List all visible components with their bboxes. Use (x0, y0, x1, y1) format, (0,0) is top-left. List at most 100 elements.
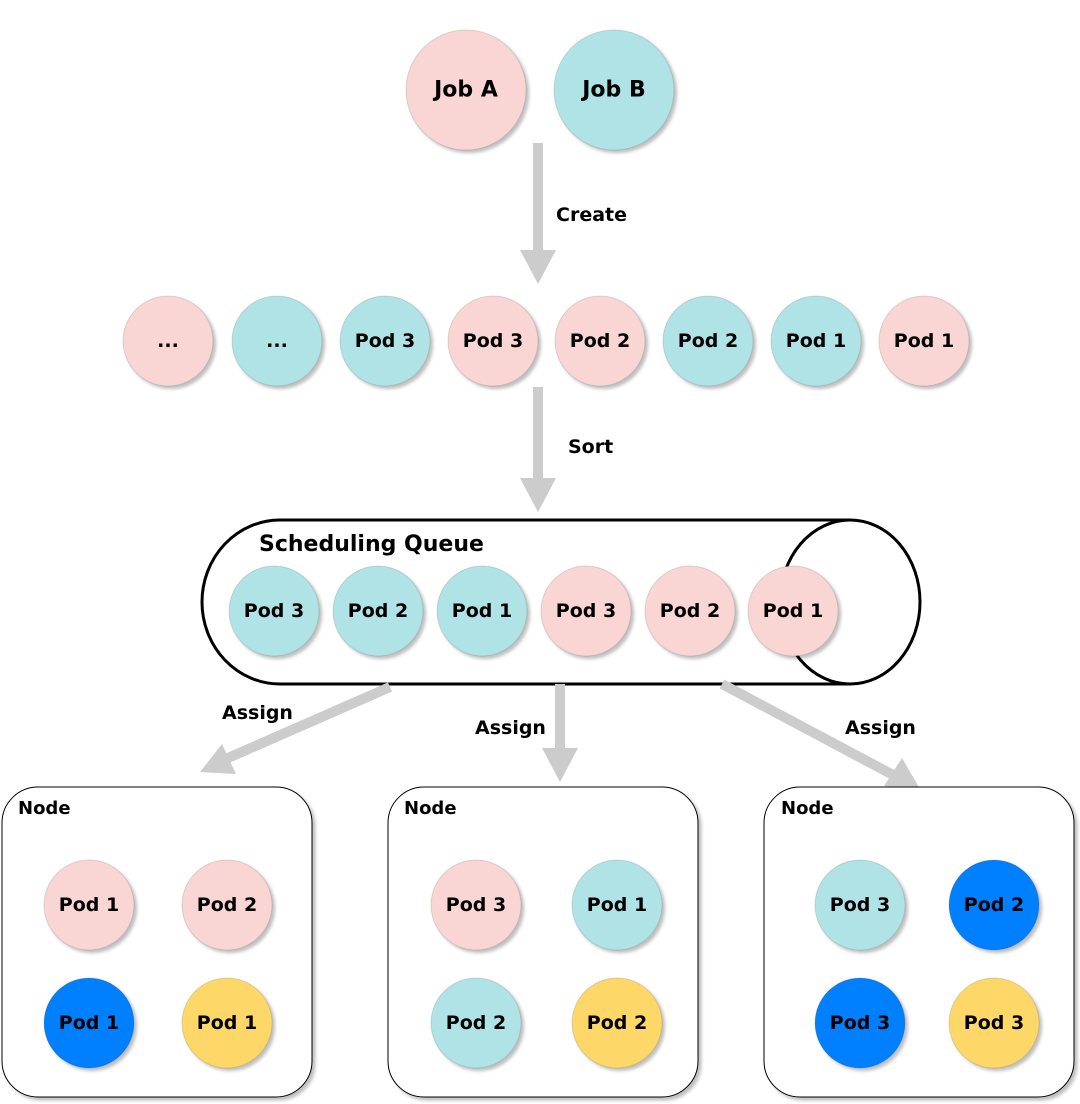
stream-pod-4-circle (447, 295, 539, 387)
node-2-pod-2: Pod 1 (571, 859, 663, 951)
node-2-pod-1: Pod 3 (430, 859, 522, 951)
queue-pod-4-label: Pod 3 (556, 600, 616, 622)
job-1: Job A (405, 29, 527, 151)
stream-pod-3-circle (339, 295, 431, 387)
queue-pod-3-circle (436, 565, 528, 657)
node-2-pod-1-circle (430, 859, 522, 951)
queue-title: Scheduling Queue (259, 532, 484, 557)
node-1-pod-4: Pod 1 (181, 977, 273, 1069)
stream-pod-7: Pod 1 (770, 295, 862, 387)
stream-pod-1-circle (122, 295, 214, 387)
stream-pod-6-label: Pod 2 (678, 330, 738, 352)
node-1-pod-3: Pod 1 (43, 977, 135, 1069)
stream-pod-2: ... (231, 295, 323, 387)
queue-pod-1-circle (228, 565, 320, 657)
stream-pod-8: Pod 1 (878, 295, 970, 387)
stream-pod-5-label: Pod 2 (570, 330, 630, 352)
node-box-1 (1, 786, 313, 1098)
node-3-pod-3: Pod 3 (814, 977, 906, 1069)
queue-pod-6-circle (747, 565, 839, 657)
queue-pod-1-label: Pod 3 (244, 600, 304, 622)
queue-pod-3-label: Pod 1 (452, 600, 512, 622)
stream-pod-4-label: Pod 3 (463, 330, 523, 352)
node-2-pod-4-label: Pod 2 (587, 1012, 647, 1034)
node-3-pod-2-label: Pod 2 (964, 894, 1024, 916)
stream-pod-5-circle (554, 295, 646, 387)
node-2-pod-3: Pod 2 (430, 977, 522, 1069)
queue-pod-4: Pod 3 (540, 565, 632, 657)
stream-pod-6-circle (662, 295, 754, 387)
node-1-pod-1-label: Pod 1 (59, 894, 119, 916)
stream-pod-5: Pod 2 (554, 295, 646, 387)
pod-stream: ...... Pod 3 Pod 3 Pod 2 Pod 2 Pod 1 Pod 1 (122, 295, 970, 387)
node-3-pod-4-circle (948, 977, 1040, 1069)
node-3-pod-3-label: Pod 3 (830, 1012, 890, 1034)
node-2-pod-2-label: Pod 1 (587, 894, 647, 916)
assign-arrow-right (719, 679, 920, 789)
assign-arrow-middle (542, 684, 578, 782)
node-2-pod-3-circle (430, 977, 522, 1069)
jobs-group: Job A Job B (405, 29, 675, 151)
stream-pod-8-circle (878, 295, 970, 387)
job-2-circle (553, 29, 675, 151)
queue-pod-5-label: Pod 2 (660, 600, 720, 622)
queue-pod-6-label: Pod 1 (763, 600, 823, 622)
job-1-circle (405, 29, 527, 151)
stream-pod-7-label: Pod 1 (786, 330, 846, 352)
node-1-pod-1-circle (43, 859, 135, 951)
sort-label: Sort (568, 436, 613, 458)
stream-pod-2-circle (231, 295, 323, 387)
queue-pod-3: Pod 1 (436, 565, 528, 657)
stream-pod-8-label: Pod 1 (894, 330, 954, 352)
stream-pod-7-circle (770, 295, 862, 387)
node-1-pod-2-label: Pod 2 (197, 894, 257, 916)
sort-arrow (520, 387, 556, 512)
node-1-pod-2: Pod 2 (181, 859, 273, 951)
node-1-pod-4-label: Pod 1 (197, 1012, 257, 1034)
stream-pod-2-label: ... (266, 330, 288, 352)
node-3-pod-3-circle (814, 977, 906, 1069)
assign-arrow-left (200, 682, 393, 774)
queue-pod-2: Pod 2 (332, 565, 424, 657)
assign-middle-label: Assign (475, 717, 546, 739)
node-1-pod-3-circle (43, 977, 135, 1069)
stream-pod-3: Pod 3 (339, 295, 431, 387)
stream-pod-4: Pod 3 (447, 295, 539, 387)
node-pods: Pod 1 Pod 2 Pod 1 Pod 1 Pod 3 Pod 1 Pod 2 Pod 2… (43, 859, 1040, 1069)
job-2: Job B (553, 29, 675, 151)
node-2-pod-3-label: Pod 2 (446, 1012, 506, 1034)
node-2-pod-4: Pod 2 (571, 977, 663, 1069)
assign-left-label: Assign (222, 702, 293, 724)
node-1-pod-1: Pod 1 (43, 859, 135, 951)
job-1-label: Job A (432, 78, 498, 103)
node-3-pod-2: Pod 2 (948, 859, 1040, 951)
stream-pod-6: Pod 2 (662, 295, 754, 387)
job-2-label: Job B (580, 78, 645, 103)
stream-pod-1: ... (122, 295, 214, 387)
stream-pod-1-label: ... (157, 330, 179, 352)
queue-pod-4-circle (540, 565, 632, 657)
node-3-pod-2-circle (948, 859, 1040, 951)
queue-pod-5: Pod 2 (644, 565, 736, 657)
queue-pod-2-circle (332, 565, 424, 657)
queue-pod-6: Pod 1 (747, 565, 839, 657)
node-2-pod-4-circle (571, 977, 663, 1069)
create-label: Create (556, 204, 627, 226)
node-3-pod-1-label: Pod 3 (830, 894, 890, 916)
queue-pods: Pod 3 Pod 2 Pod 1 Pod 3 Pod 2 Pod 1 (228, 565, 839, 657)
stream-pod-3-label: Pod 3 (355, 330, 415, 352)
node-title-3: Node (781, 798, 834, 819)
assign-right-label: Assign (845, 717, 916, 739)
node-1-pod-2-circle (181, 859, 273, 951)
node-1-pod-3-label: Pod 1 (59, 1012, 119, 1034)
queue-pod-1: Pod 3 (228, 565, 320, 657)
node-3-pod-1-circle (814, 859, 906, 951)
node-1-pod-4-circle (181, 977, 273, 1069)
create-arrow (520, 143, 556, 284)
queue-pod-2-label: Pod 2 (348, 600, 408, 622)
node-3-pod-4-label: Pod 3 (964, 1012, 1024, 1034)
node-3-pod-1: Pod 3 (814, 859, 906, 951)
queue-pod-5-circle (644, 565, 736, 657)
node-title-2: Node (404, 798, 457, 819)
